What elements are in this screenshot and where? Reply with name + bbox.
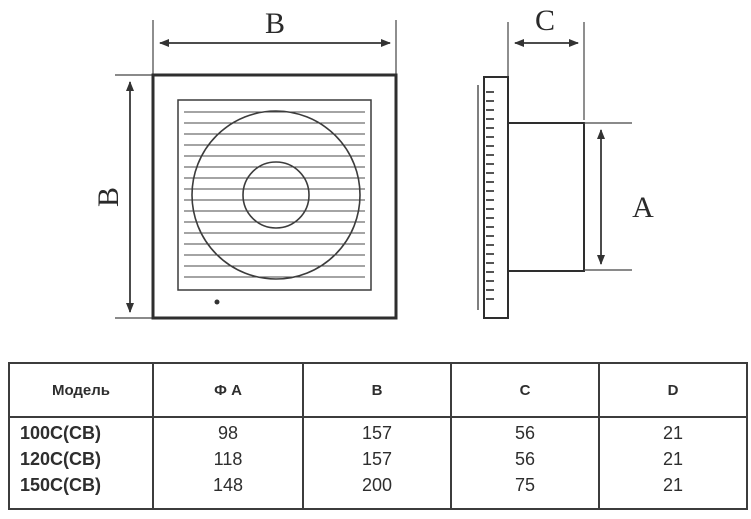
table-header-row: Модель Ф A B C D — [8, 362, 748, 418]
grille-frame — [177, 99, 372, 291]
side-panel — [483, 76, 509, 319]
side-view: C A — [477, 4, 654, 319]
header-b: B — [302, 362, 452, 418]
a-cell: 118 — [213, 449, 243, 469]
header-d: D — [598, 362, 748, 418]
a-cell: 148 — [212, 475, 244, 495]
width-dimension-label: B — [265, 7, 285, 40]
front-view: B B — [92, 7, 398, 320]
header-c: C — [450, 362, 600, 418]
d-cell: 21 — [662, 423, 684, 443]
table-body: 100C(CB) 120C(CB) 150C(CB) 98 118 148 15… — [8, 417, 748, 509]
c-cell: 56 — [514, 423, 536, 443]
header-model: Модель — [8, 362, 154, 418]
c-cell: 75 — [514, 475, 536, 495]
height-dimension-label: B — [92, 187, 125, 207]
fan-dimension-drawing: B B C A — [92, 4, 654, 320]
hub-circle — [242, 161, 310, 229]
model-cell: 100C(CB) — [20, 423, 102, 443]
b-cell: 200 — [361, 475, 393, 495]
outer-circle — [191, 110, 361, 280]
spec-table: Модель Ф A B C D 100C(CB) 120C(CB) 150C(… — [8, 362, 748, 510]
b-cell: 157 — [361, 449, 393, 469]
b-cell: 157 — [361, 423, 393, 443]
depth-dimension-label: C — [535, 4, 555, 37]
d-column: 21 21 21 — [598, 417, 748, 509]
side-panel-ribs — [486, 91, 494, 300]
c-column: 56 56 75 — [450, 417, 600, 509]
model-cell: 120C(CB) — [20, 449, 102, 469]
model-column: 100C(CB) 120C(CB) 150C(CB) — [8, 417, 154, 509]
a-cell: 98 — [217, 423, 239, 443]
d-cell: 21 — [662, 475, 684, 495]
d-cell: 21 — [662, 449, 684, 469]
model-cell: 150C(CB) — [20, 475, 102, 495]
c-cell: 56 — [514, 449, 536, 469]
header-diameter-a: Ф A — [152, 362, 304, 418]
b-column: 157 157 200 — [302, 417, 452, 509]
screw-dot — [214, 299, 220, 305]
duct-outline — [507, 122, 585, 272]
diameter-dimension-label: A — [632, 191, 654, 224]
a-column: 98 118 148 — [152, 417, 304, 509]
